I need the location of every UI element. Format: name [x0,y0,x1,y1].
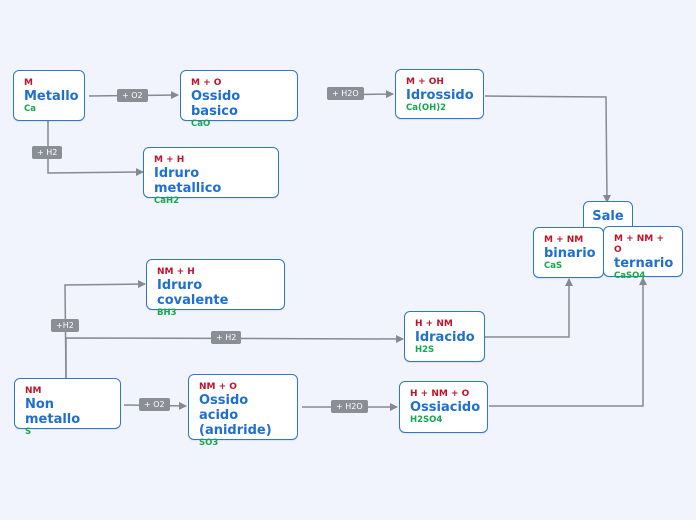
node-example: CaS [544,261,563,271]
edge-label-nonmetallo-h2: + H2 [211,331,242,344]
node-title: Ossido acido (anidride) [199,393,272,438]
node-title: Ossido basico [191,89,241,119]
node-example: Ca [24,104,36,114]
node-formula: M + NM [544,235,584,245]
node-example: BH3 [157,308,177,318]
node-formula: M [24,78,33,88]
node-example: CaO [191,119,211,129]
edge-metallo-to-idruro-metallico [47,121,144,177]
node-non-metallo[interactable]: NM Non metallo S [14,378,121,437]
node-title: ternario [614,256,674,271]
node-formula: H + NM [415,319,453,329]
node-formula: NM [25,386,42,396]
node-title: binario [544,246,596,261]
edge-label-metallo-h2: + H2 [32,146,63,159]
node-formula: NM + O [199,382,237,392]
node-example: S [25,427,32,437]
edge-idracido-to-binario [485,278,573,338]
node-ossido-basico[interactable]: M + O Ossido basico CaO [180,70,298,129]
node-ossido-acido[interactable]: NM + O Ossido acido (anidride) SO3 [188,374,298,448]
node-title: Idruro covalente [157,278,229,308]
edge-label-ossido-basico-h2o: + H2O [327,87,364,100]
node-title: Sale [592,209,624,224]
node-title: Metallo [24,89,79,104]
node-idruro-covalente[interactable]: NM + H Idruro covalente BH3 [146,259,285,318]
node-idrossido[interactable]: M + OH Idrossido Ca(OH)2 [395,69,484,119]
edge-label-ossido-acido-h2o: + H2O [331,400,368,413]
node-formula: M + O [191,78,222,88]
node-formula: M + H [154,155,185,165]
edge-label-nonmetallo-h2-covalente: +H2 [51,319,79,332]
node-example: H2SO4 [410,415,443,425]
edge-ossiacido-to-ternario [489,277,647,407]
node-example: H2S [415,345,435,355]
edge-label-metallo-o2: + O2 [117,89,148,102]
node-title: Idracido [415,330,475,345]
node-example: Ca(OH)2 [406,103,446,113]
edge-label-nonmetallo-o2: + O2 [139,398,170,411]
node-title: Idruro metallico [154,166,222,196]
node-formula: H + NM + O [410,389,470,399]
node-idruro-metallico[interactable]: M + H Idruro metallico CaH2 [143,147,279,206]
node-example: CaH2 [154,196,180,206]
node-sale-binario[interactable]: M + NM binario CaS [533,227,604,278]
node-title: Non metallo [25,397,81,427]
node-idracido[interactable]: H + NM Idracido H2S [404,311,485,362]
edge-idrossido-to-sale [484,95,611,203]
node-title: Idrossido [406,88,474,103]
node-example: CaSO4 [614,271,646,281]
node-formula: M + NM + O [614,234,664,255]
node-example: SO3 [199,438,219,448]
node-formula: M + OH [406,77,444,87]
node-sale-ternario[interactable]: M + NM + O ternario CaSO4 [603,226,683,281]
node-formula: NM + H [157,267,195,277]
node-title: Ossiacido [410,400,481,415]
node-metallo[interactable]: M Metallo Ca [13,70,85,121]
edge-nonmetallo-to-idracido [65,334,404,378]
node-ossiacido[interactable]: H + NM + O Ossiacido H2SO4 [399,381,488,433]
